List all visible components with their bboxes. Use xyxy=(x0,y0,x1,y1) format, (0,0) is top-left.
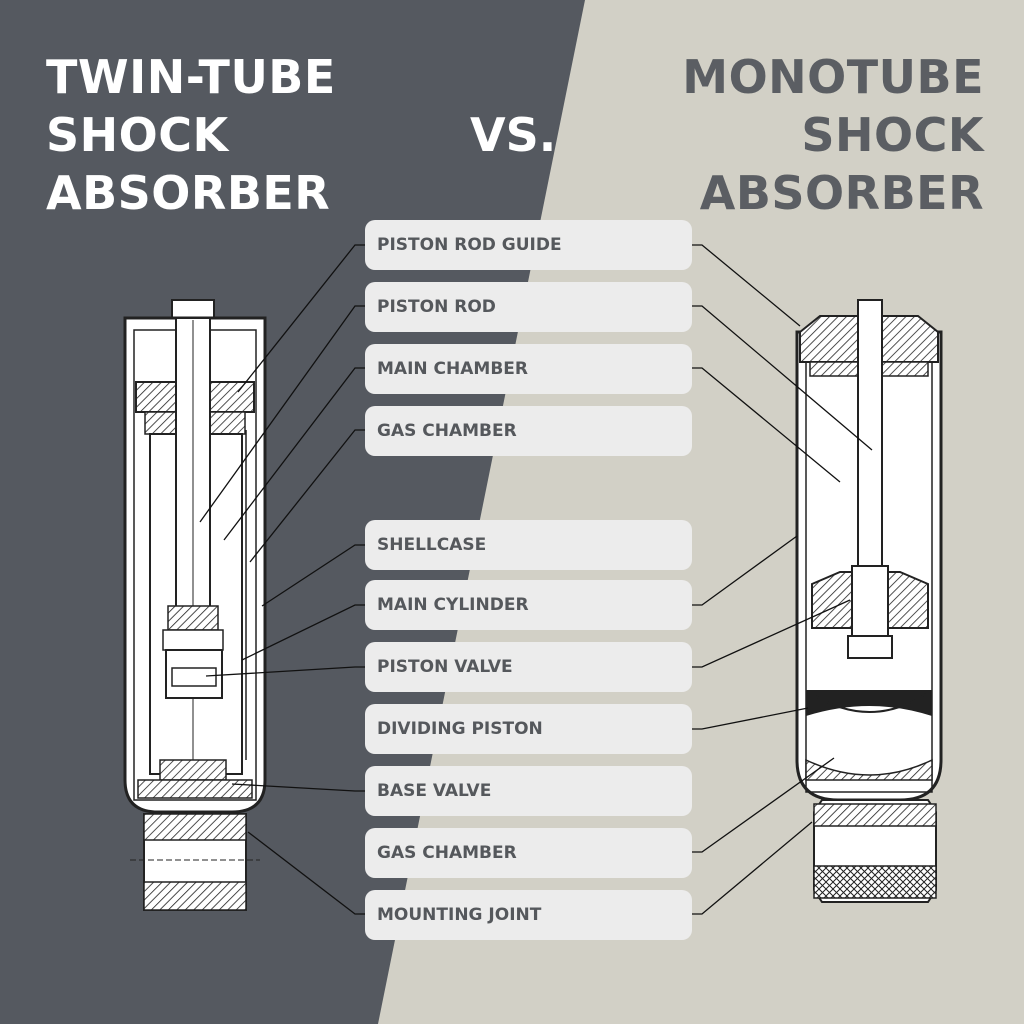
right-leader-lines xyxy=(692,244,873,915)
label-gas-chamber-bottom: GAS CHAMBER xyxy=(365,828,692,878)
versus-text: VS. xyxy=(470,108,557,162)
twin-tube-title: TWIN-TUBE SHOCK ABSORBER xyxy=(46,48,336,222)
leader-left-shellcase xyxy=(261,544,365,607)
monotube-title: MONOTUBE SHOCK ABSORBER xyxy=(682,48,984,222)
leader-right-gas-chamber xyxy=(692,757,835,853)
twin-piston-body xyxy=(162,629,224,651)
label-main-cylinder: MAIN CYLINDER xyxy=(365,580,692,630)
mono-nut xyxy=(847,635,893,659)
twin-valve-disc xyxy=(171,667,217,687)
monotube-title-line-1: MONOTUBE xyxy=(682,50,984,104)
leader-right-piston-valve xyxy=(692,599,851,668)
mono-piston-nut xyxy=(851,565,889,637)
mono-dividing-piston xyxy=(811,693,927,713)
twin-bushing-bottom xyxy=(143,881,247,911)
mono-bushing-top xyxy=(813,803,937,827)
leader-right-main-chamber xyxy=(692,367,841,483)
leader-right-mounting-joint xyxy=(692,821,813,915)
label-dividing-piston: DIVIDING PISTON xyxy=(365,704,692,754)
mono-dividing-piston-seal xyxy=(806,690,932,716)
label-mounting-joint: MOUNTING JOINT xyxy=(365,890,692,940)
label-piston-valve: PISTON VALVE xyxy=(365,642,692,692)
leader-left-base-valve xyxy=(231,783,365,792)
leader-right-piston-rod-guide xyxy=(692,244,801,327)
twin-base-valve xyxy=(159,759,227,781)
monotube-title-line-2: SHOCK xyxy=(801,108,984,162)
left-leader-lines xyxy=(199,244,365,915)
leader-right-dividing-piston xyxy=(692,707,809,730)
mono-bushing-bottom xyxy=(813,865,937,899)
twin-tube-title-line-3: ABSORBER xyxy=(46,166,331,220)
twin-rod-top xyxy=(171,299,215,319)
twin-tube-title-line-1: TWIN-TUBE xyxy=(46,50,336,104)
twin-base xyxy=(137,779,253,799)
mono-piston-rod xyxy=(857,299,883,573)
twin-bushing-top xyxy=(143,813,247,841)
leader-left-main-cylinder xyxy=(241,604,365,661)
leader-left-piston-rod-guide xyxy=(237,244,365,393)
label-main-chamber: MAIN CHAMBER xyxy=(365,344,692,394)
label-piston-rod: PISTON ROD xyxy=(365,282,692,332)
leader-left-gas-chamber xyxy=(249,429,365,563)
label-piston-rod-guide: PISTON ROD GUIDE xyxy=(365,220,692,270)
leader-left-piston-valve xyxy=(205,666,365,677)
twin-tube-title-line-2: SHOCK xyxy=(46,108,229,162)
label-gas-chamber-top: GAS CHAMBER xyxy=(365,406,692,456)
twin-tube-drawing xyxy=(123,299,267,911)
monotube-title-line-3: ABSORBER xyxy=(699,166,984,220)
mono-gas-chamber-base xyxy=(805,758,933,781)
monotube-drawing xyxy=(795,299,943,903)
label-shellcase: SHELLCASE xyxy=(365,520,692,570)
twin-piston xyxy=(167,605,219,631)
leader-right-piston-rod xyxy=(692,305,873,451)
leader-left-main-chamber xyxy=(223,367,365,541)
leader-right-main-cylinder xyxy=(692,535,798,606)
label-base-valve: BASE VALVE xyxy=(365,766,692,816)
leader-left-mounting-joint xyxy=(247,831,365,915)
leader-left-piston-rod xyxy=(199,305,365,523)
